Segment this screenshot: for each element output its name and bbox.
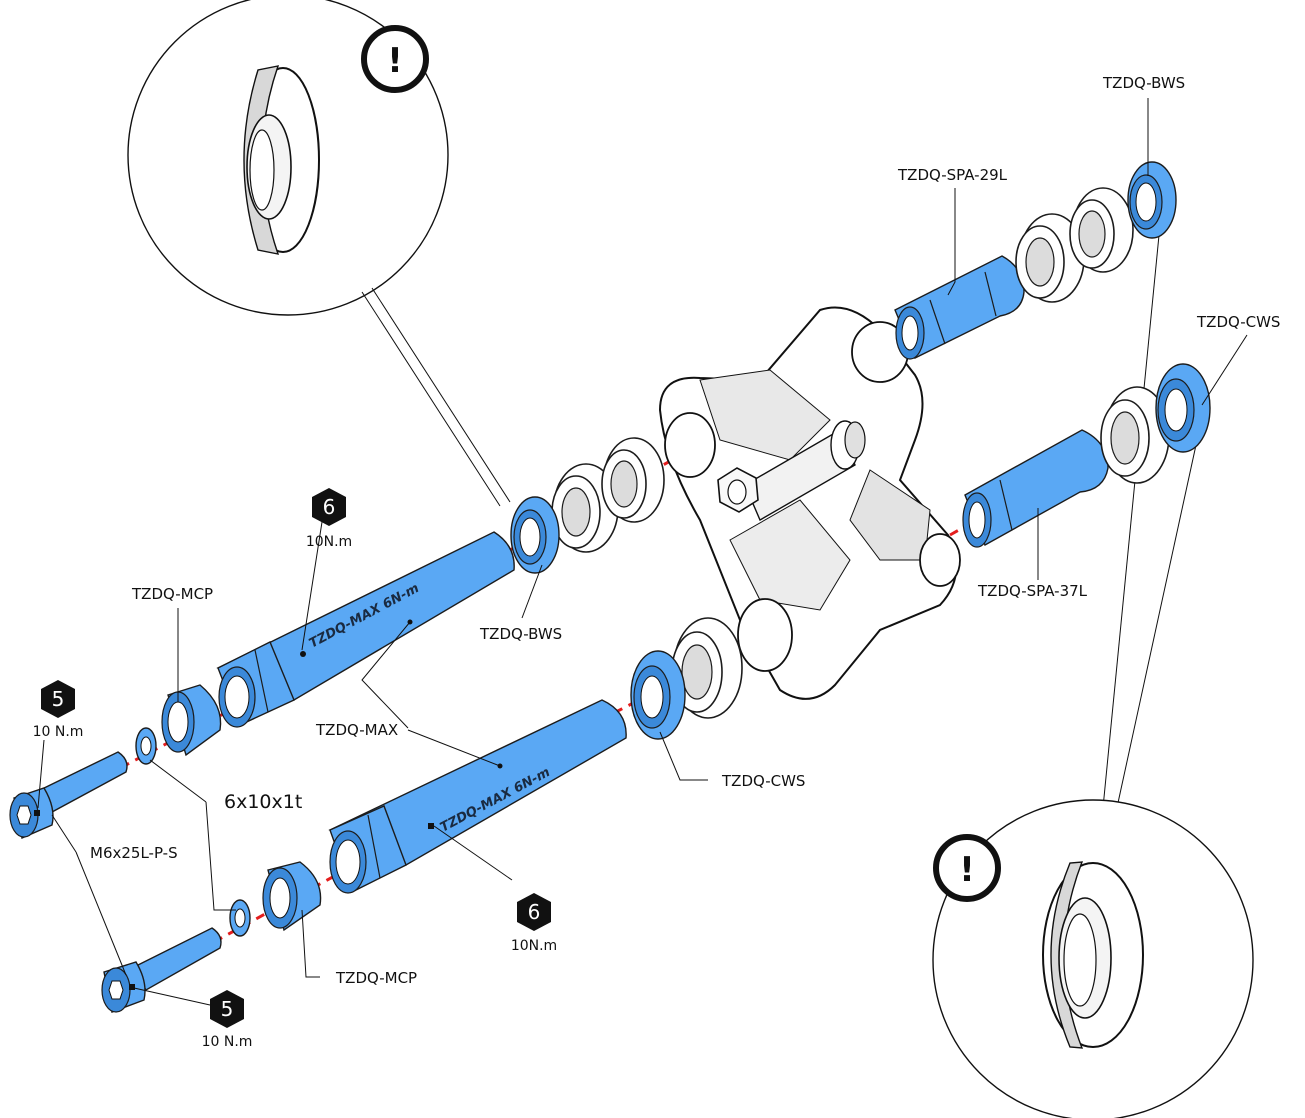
detail-callout-bottom: ! [932,224,1254,1118]
bearing-upper-2 [1069,187,1134,273]
label-spa-37l: TZDQ-SPA-37L [977,582,1088,600]
label-bolt: M6x25L-P-S [90,844,178,862]
leader-lines [37,98,1248,1006]
svg-text:6: 6 [528,900,541,924]
svg-text:5: 5 [221,997,234,1021]
cap-mcp-upper [161,684,222,757]
washer-6x10-upper [135,727,157,765]
bearing-left-2 [601,437,665,523]
cap-mcp-lower [262,861,322,932]
washer-bws-left [510,496,560,574]
warning-icon: ! [361,25,429,93]
label-spa-29l: TZDQ-SPA-29L [897,166,1008,184]
svg-text:10 N.m: 10 N.m [33,724,84,740]
svg-text:10N.m: 10N.m [306,534,352,550]
washer-cws-lower [630,650,686,740]
pin-max-upper: TZDQ-MAX 6N-m [216,531,515,728]
bearing-upper-1 [1015,213,1085,303]
rocker-link [658,306,961,700]
label-mcp-bottom: TZDQ-MCP [335,969,417,987]
svg-text:!: ! [959,850,975,890]
washer-bws-upper-right [1127,161,1177,239]
svg-text:5: 5 [52,687,65,711]
washer-detail-top [243,65,320,255]
part-labels: TZDQ-BWS TZDQ-SPA-29L TZDQ-CWS TZDQ-SPA-… [90,74,1280,987]
label-washer: 6x10x1t [224,791,302,813]
bolt-upper [9,751,128,839]
bearing-middle-right [1100,386,1170,484]
svg-text:10N.m: 10N.m [511,938,557,954]
svg-text:!: ! [387,41,403,81]
label-cws-right: TZDQ-CWS [1196,313,1280,331]
label-cws-bottom: TZDQ-CWS [721,772,805,790]
label-mcp-top: TZDQ-MCP [131,585,213,603]
warning-icon: ! [933,834,1001,902]
torque-badge: 5 10 N.m [202,990,253,1050]
sleeve-spa-37l [962,429,1109,548]
label-max: TZDQ-MAX [315,721,398,739]
torque-badge: 6 10N.m [511,893,557,954]
washer-cws-right [1155,363,1211,453]
svg-text:10 N.m: 10 N.m [202,1034,253,1050]
svg-text:6: 6 [323,495,336,519]
sleeve-spa-29l [894,255,1025,360]
torque-badge: 5 10 N.m [33,680,84,740]
washer-6x10-lower [229,899,251,937]
torque-badge: 6 10N.m [306,488,352,550]
detail-callout-top: ! [127,0,511,507]
washer-detail-bottom [1042,861,1144,1049]
label-bws-mid: TZDQ-BWS [479,625,562,643]
label-bws-top: TZDQ-BWS [1102,74,1185,92]
bolt-lower [101,927,222,1013]
